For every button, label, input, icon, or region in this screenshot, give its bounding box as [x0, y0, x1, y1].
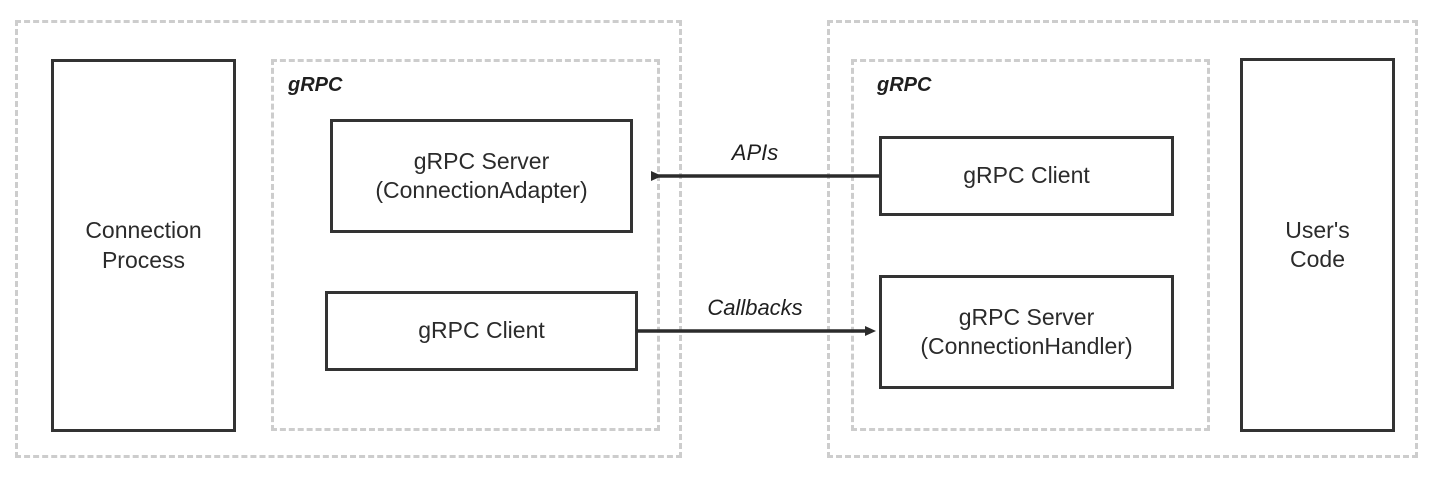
node-left-grpc-server-label: gRPC Server (ConnectionAdapter)	[375, 147, 588, 203]
node-connection-process[interactable]: Connection Process	[51, 59, 236, 432]
node-left-grpc-server[interactable]: gRPC Server (ConnectionAdapter)	[330, 119, 633, 233]
node-right-grpc-server[interactable]: gRPC Server (ConnectionHandler)	[879, 275, 1174, 389]
node-right-grpc-server-label: gRPC Server (ConnectionHandler)	[920, 303, 1133, 359]
callbacks-edge-label: Callbacks	[707, 295, 803, 320]
node-connection-process-label: Connection Process	[85, 217, 202, 273]
node-right-grpc-client-label: gRPC Client	[963, 162, 1090, 189]
right-grpc-group-label: gRPC	[877, 74, 932, 96]
group-user-code-outer	[827, 20, 1418, 458]
left-grpc-group-label: gRPC	[288, 74, 343, 96]
node-left-grpc-client-label: gRPC Client	[418, 317, 545, 344]
group-right-grpc	[851, 59, 1210, 431]
group-left-grpc	[271, 59, 660, 431]
apis-edge-label: APIs	[731, 140, 779, 165]
node-users-code-label: User's Code	[1285, 216, 1350, 272]
group-connection-process-outer	[15, 20, 682, 458]
node-users-code[interactable]: User's Code	[1240, 58, 1395, 432]
node-left-grpc-client[interactable]: gRPC Client	[325, 291, 638, 371]
node-right-grpc-client[interactable]: gRPC Client	[879, 136, 1174, 216]
